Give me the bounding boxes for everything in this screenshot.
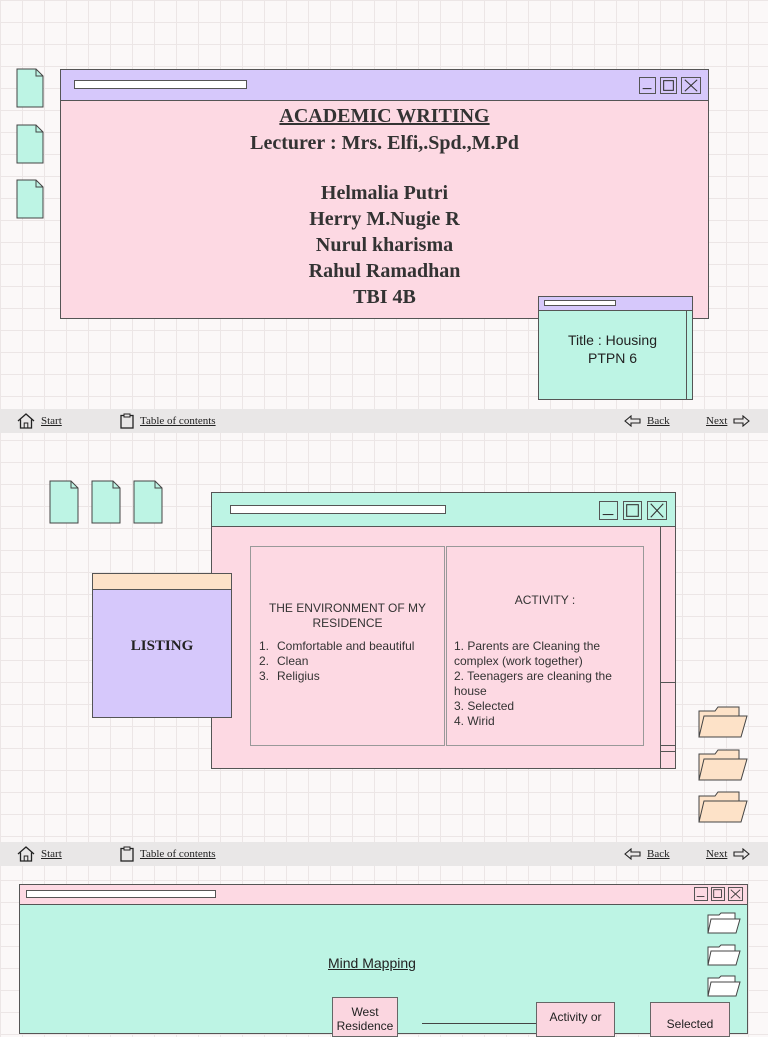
document-icon[interactable] (16, 124, 44, 164)
arrow-left-icon (624, 415, 641, 427)
home-icon (17, 413, 35, 429)
list-item: 4. Wirid (454, 714, 495, 728)
mind-map-window: Mind Mapping West Residence Activity or … (19, 884, 748, 1037)
node-label: Selected (666, 1017, 714, 1031)
member-name: Nurul kharisma (315, 234, 454, 256)
folder-icon[interactable] (697, 749, 749, 781)
navigation-bar: Start Table of contents Back Next (0, 409, 768, 433)
member-name: Rahul Ramadhan (308, 260, 461, 282)
document-icon[interactable] (91, 480, 121, 524)
next-label: Next (706, 848, 728, 860)
scrollbar[interactable] (660, 527, 675, 768)
minimize-icon[interactable] (599, 501, 618, 520)
scrollbar[interactable] (686, 311, 692, 399)
mind-map-node-west-residence: West Residence (332, 997, 398, 1037)
next-label: Next (706, 415, 728, 427)
back-label: Back (647, 848, 670, 860)
start-button[interactable]: Start (17, 842, 62, 866)
home-icon (17, 846, 35, 862)
mind-map-heading: Mind Mapping (328, 955, 416, 971)
document-icon[interactable] (16, 179, 44, 219)
toc-label: Table of contents (140, 415, 216, 427)
arrow-right-icon (733, 415, 751, 427)
clipboard-icon (120, 846, 134, 862)
navigation-bar: Start Table of contents Back Next (0, 842, 768, 866)
topic-window: Title : Housing PTPN 6 (538, 296, 693, 400)
window-titlebar (212, 493, 675, 527)
list-item: Clean (277, 654, 309, 668)
member-name: Helmalia Putri (320, 182, 449, 204)
mind-map-node-selected: Selected (650, 1002, 730, 1037)
address-bar[interactable] (544, 300, 616, 306)
clipboard-icon (120, 413, 134, 429)
window-titlebar (20, 885, 747, 905)
listing-window: THE ENVIRONMENT OF MY RESIDENCE 1.Comfor… (211, 492, 676, 769)
start-label: Start (41, 848, 62, 860)
topic-subtitle: PTPN 6 (587, 350, 637, 366)
document-icon[interactable] (49, 480, 79, 524)
folder-icon[interactable] (697, 791, 749, 823)
address-bar[interactable] (74, 80, 247, 89)
lecturer-line: Lecturer : Mrs. Elfi,.Spd.,M.Pd (250, 132, 519, 154)
table-of-contents-button[interactable]: Table of contents (120, 409, 216, 433)
back-label: Back (647, 415, 670, 427)
folder-icon[interactable] (707, 975, 741, 997)
maximize-icon[interactable] (623, 501, 642, 520)
table-of-contents-button[interactable]: Table of contents (120, 842, 216, 866)
back-button[interactable]: Back (624, 409, 670, 433)
list-item: 1. Parents are Cleaning the complex (wor… (454, 639, 601, 668)
start-label: Start (41, 415, 62, 427)
document-icon[interactable] (133, 480, 163, 524)
next-button[interactable]: Next (706, 842, 751, 866)
minimize-icon[interactable] (694, 887, 708, 901)
toc-label: Table of contents (140, 848, 216, 860)
window-titlebar (61, 70, 708, 101)
folder-icon[interactable] (707, 944, 741, 966)
environment-list: 1.Comfortable and beautiful 2.Clean 3.Re… (259, 639, 415, 683)
maximize-icon[interactable] (711, 887, 725, 901)
list-item: 2. Teenagers are cleaning the house (454, 669, 612, 698)
activity-heading: ACTIVITY : (514, 593, 576, 607)
start-button[interactable]: Start (17, 409, 62, 433)
activity-column: ACTIVITY : 1. Parents are Cleaning the c… (446, 546, 644, 746)
close-icon[interactable] (647, 501, 667, 520)
slide-title: ACADEMIC WRITING (279, 105, 490, 127)
document-icon[interactable] (16, 68, 44, 108)
topic-title: Title : Housing (568, 332, 657, 348)
arrow-right-icon (733, 848, 751, 860)
node-label: Activity or (549, 1010, 602, 1024)
environment-heading: THE ENVIRONMENT OF MY RESIDENCE (268, 601, 427, 630)
environment-column: THE ENVIRONMENT OF MY RESIDENCE 1.Comfor… (250, 546, 445, 746)
title-window: ACADEMIC WRITING Lecturer : Mrs. Elfi,.S… (60, 69, 709, 319)
address-bar[interactable] (230, 505, 446, 514)
minimize-icon[interactable] (639, 77, 656, 94)
next-button[interactable]: Next (706, 409, 751, 433)
folder-icon[interactable] (707, 912, 741, 934)
address-bar[interactable] (26, 890, 216, 898)
list-item: Religius (277, 669, 320, 683)
arrow-left-icon (624, 848, 641, 860)
list-item: Comfortable and beautiful (277, 639, 415, 653)
node-label: West Residence (336, 1005, 394, 1033)
window-titlebar (539, 297, 692, 311)
close-icon[interactable] (681, 77, 701, 94)
listing-label: LISTING (130, 638, 194, 654)
close-icon[interactable] (728, 887, 743, 901)
mind-map-node-activity: Activity or (536, 1002, 615, 1037)
activity-list: 1. Parents are Cleaning the complex (wor… (454, 639, 636, 729)
class-name: TBI 4B (353, 286, 416, 308)
maximize-icon[interactable] (660, 77, 677, 94)
back-button[interactable]: Back (624, 842, 670, 866)
window-titlebar (93, 574, 231, 590)
folder-icon[interactable] (697, 706, 749, 738)
listing-label-window: LISTING (92, 573, 232, 718)
list-item: 3. Selected (454, 699, 515, 713)
member-name: Herry M.Nugie R (309, 208, 460, 230)
